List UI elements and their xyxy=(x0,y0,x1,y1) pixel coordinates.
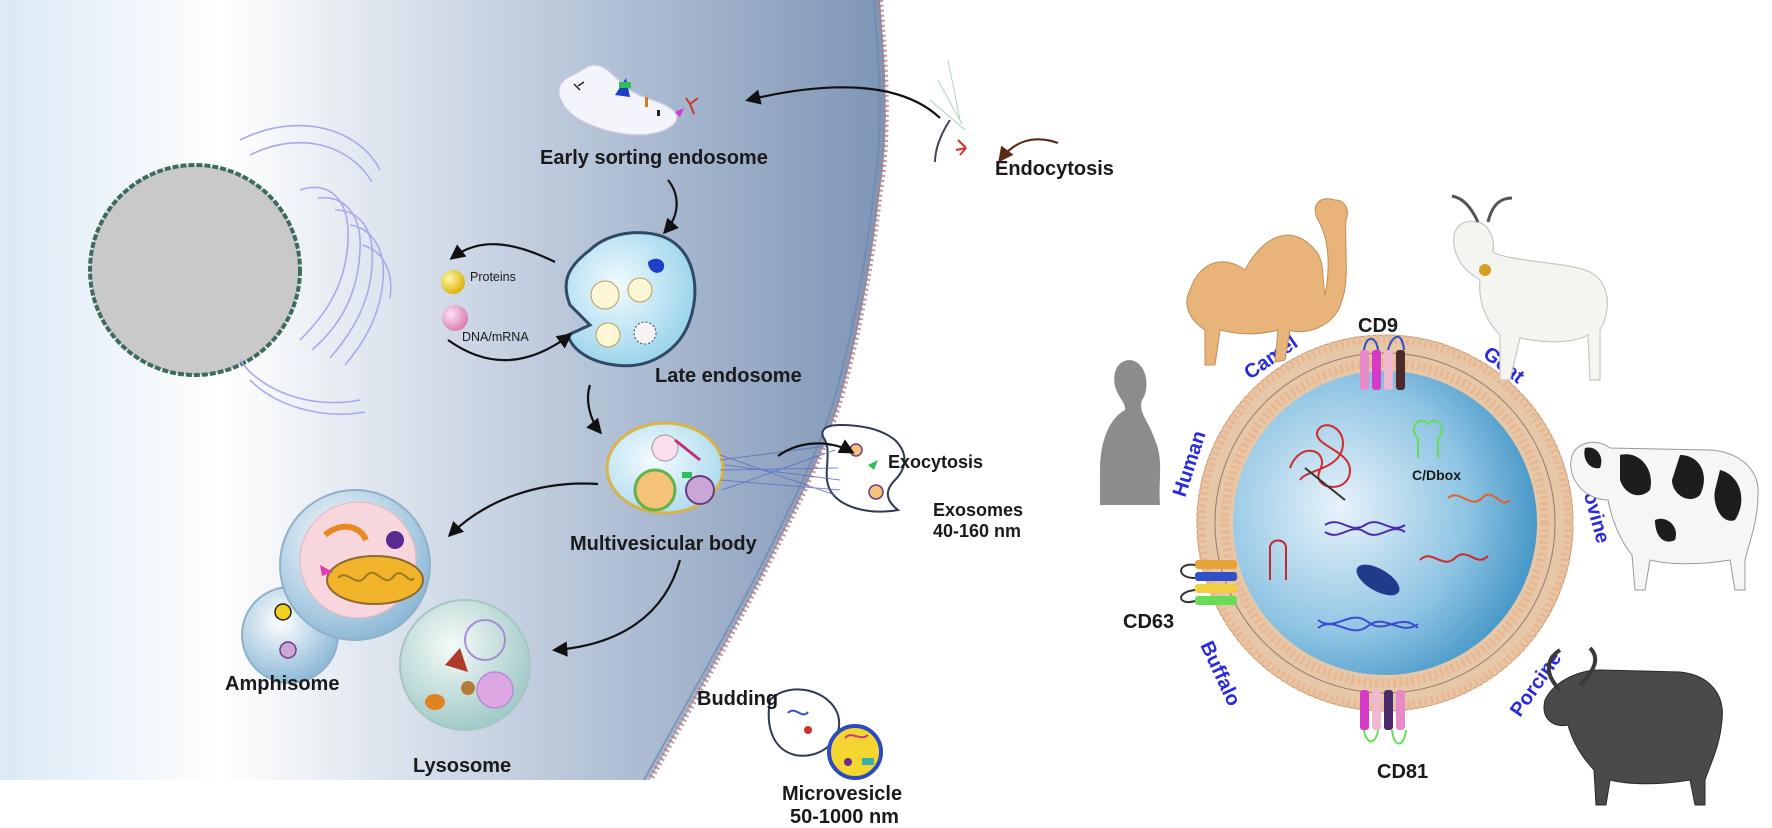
protein-dna-cargo: Proteins DNA/mRNA xyxy=(441,270,529,344)
label-cd81: CD81 xyxy=(1377,761,1428,783)
lysosome: Lysosome xyxy=(399,599,531,777)
label-cd63: CD63 xyxy=(1123,611,1174,633)
endocytosis-pit: Endocytosis xyxy=(929,59,1114,180)
exocytosis-bay: Exocytosis Exosomes 40-160 nm xyxy=(821,423,1023,541)
protein-cargo xyxy=(1356,564,1400,596)
cd9-tetraspanin: CD9 xyxy=(1358,315,1405,390)
label-cdbox: C/Dbox xyxy=(1412,467,1461,483)
label-budding: Budding xyxy=(697,688,778,710)
pathway-arrows xyxy=(447,86,1059,657)
golgi-apparatus xyxy=(239,124,392,415)
label-proteins: Proteins xyxy=(470,270,516,284)
rna-red-2 xyxy=(1419,553,1489,563)
cell-membrane-inner xyxy=(643,0,881,781)
label-exosomes-size: 40-160 nm xyxy=(933,521,1021,541)
label-endocytosis: Endocytosis xyxy=(995,158,1114,180)
multivesicular-body: Multivesicular body xyxy=(570,421,758,555)
rna-orange xyxy=(1447,493,1511,504)
mirna-hairpin xyxy=(1269,539,1287,580)
dna-ball xyxy=(442,305,468,331)
protein-ball xyxy=(441,270,465,294)
cow-illustration xyxy=(1570,441,1759,591)
label-buffalo: Buffalo xyxy=(1195,638,1244,710)
label-late-endosome: Late endosome xyxy=(655,365,802,387)
cell-panel: Early sorting endosome Endocytosis Late … xyxy=(0,0,1114,828)
label-exosomes: Exosomes xyxy=(933,500,1023,520)
late-endosome: Late endosome xyxy=(564,231,802,387)
label-microvesicle-size: 50-1000 nm xyxy=(790,806,899,828)
cdbox: C/Dbox xyxy=(1412,419,1461,483)
label-microvesicle: Microvesicle xyxy=(782,783,902,805)
amphisome: Amphisome xyxy=(225,489,431,695)
label-cd9: CD9 xyxy=(1358,315,1398,337)
label-amphisome: Amphisome xyxy=(225,673,339,695)
human-silhouette xyxy=(1100,360,1161,505)
camel-illustration xyxy=(1186,198,1348,366)
label-lysosome: Lysosome xyxy=(413,755,511,777)
goat-illustration xyxy=(1451,194,1608,381)
mitochondrion xyxy=(326,555,424,605)
budding-site: Budding xyxy=(697,688,841,757)
rna-coil-red xyxy=(1289,424,1352,488)
cd81-tetraspanin: CD81 xyxy=(1360,690,1428,783)
label-multivesicular-body: Multivesicular body xyxy=(570,533,758,555)
cytoskeleton-fibers xyxy=(719,444,841,496)
exosome-lumen xyxy=(1233,371,1537,675)
nucleus xyxy=(88,163,302,377)
exosome-cargo xyxy=(1269,424,1511,632)
label-dna-mrna: DNA/mRNA xyxy=(462,330,529,344)
early-sorting-endosome: Early sorting endosome xyxy=(540,64,768,169)
dna-helix-blue xyxy=(1317,620,1419,632)
buffalo-illustration xyxy=(1543,646,1723,806)
dna-helix-purple xyxy=(1324,521,1406,529)
label-exocytosis: Exocytosis xyxy=(888,452,983,472)
cd63-tetraspanin: CD63 xyxy=(1123,560,1237,633)
label-early-sorting-endosome: Early sorting endosome xyxy=(540,147,768,169)
microvesicle: Microvesicle 50-1000 nm xyxy=(782,724,902,828)
exosome-panel: C/Dbox CD9 CD63 CD81 xyxy=(1100,194,1759,806)
